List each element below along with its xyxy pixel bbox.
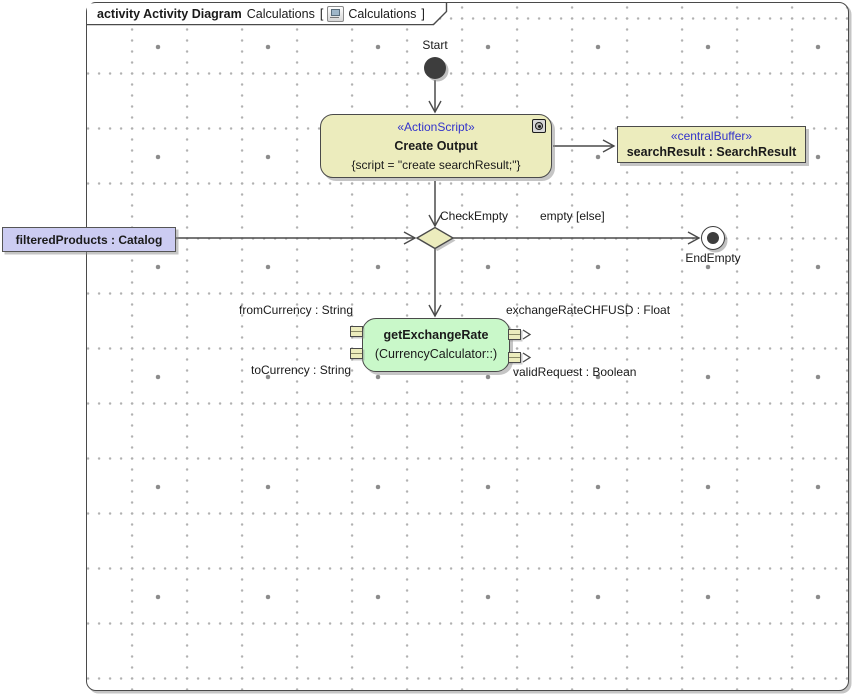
frame-bracket-open: [ <box>319 6 324 21</box>
create-output-script: {script = "create searchResult;"} <box>351 157 521 172</box>
frame-bracket-close: ] <box>421 6 425 21</box>
frame-ref-name: Calculations <box>348 6 417 21</box>
pin-label-valid-request[interactable]: validRequest : Boolean <box>513 365 637 379</box>
checkempty-label[interactable]: CheckEmpty <box>440 209 509 223</box>
final-node-endempty[interactable] <box>701 226 725 250</box>
pin-to-currency[interactable] <box>350 348 363 359</box>
frame-diagram-name: Calculations <box>246 6 315 21</box>
start-label[interactable]: Start <box>422 38 448 52</box>
frame-kind-label: activity Activity Diagram <box>97 6 242 21</box>
centralbuffer-searchresult[interactable]: «centralBuffer» searchResult : SearchRes… <box>617 126 806 163</box>
getexchangerate-qualifier: (CurrencyCalculator::) <box>374 347 498 361</box>
pin-label-exchange-rate[interactable]: exchangeRateCHFUSD : Float <box>506 303 671 317</box>
pin-valid-request[interactable] <box>508 352 521 363</box>
diagram-icon <box>327 6 344 22</box>
getexchangerate-name: getExchangeRate <box>383 328 489 342</box>
create-output-stereotype: «ActionScript» <box>397 119 475 134</box>
filteredproducts-label: filteredProducts : Catalog <box>15 232 163 247</box>
start-node[interactable] <box>424 57 446 79</box>
empty-else-guard-label[interactable]: empty [else] <box>540 209 605 223</box>
script-badge-icon <box>532 119 546 133</box>
pin-label-to-currency[interactable]: toCurrency : String <box>251 363 352 377</box>
action-getexchangerate[interactable]: getExchangeRate (CurrencyCalculator::) <box>362 318 510 372</box>
final-node-dot <box>707 232 719 244</box>
searchresult-stereotype: «centralBuffer» <box>670 129 753 143</box>
create-output-name: Create Output <box>394 138 478 153</box>
frame-header-tab[interactable]: activity Activity Diagram Calculations [… <box>87 3 445 24</box>
objectnode-filteredproducts[interactable]: filteredProducts : Catalog <box>2 227 176 252</box>
pin-from-currency[interactable] <box>350 326 363 337</box>
action-create-output[interactable]: «ActionScript» Create Output {script = "… <box>320 114 552 178</box>
endempty-label[interactable]: EndEmpty <box>685 251 741 265</box>
pin-exchange-rate[interactable] <box>508 329 521 340</box>
pin-label-from-currency[interactable]: fromCurrency : String <box>239 303 354 317</box>
searchresult-name: searchResult : SearchResult <box>626 145 797 159</box>
